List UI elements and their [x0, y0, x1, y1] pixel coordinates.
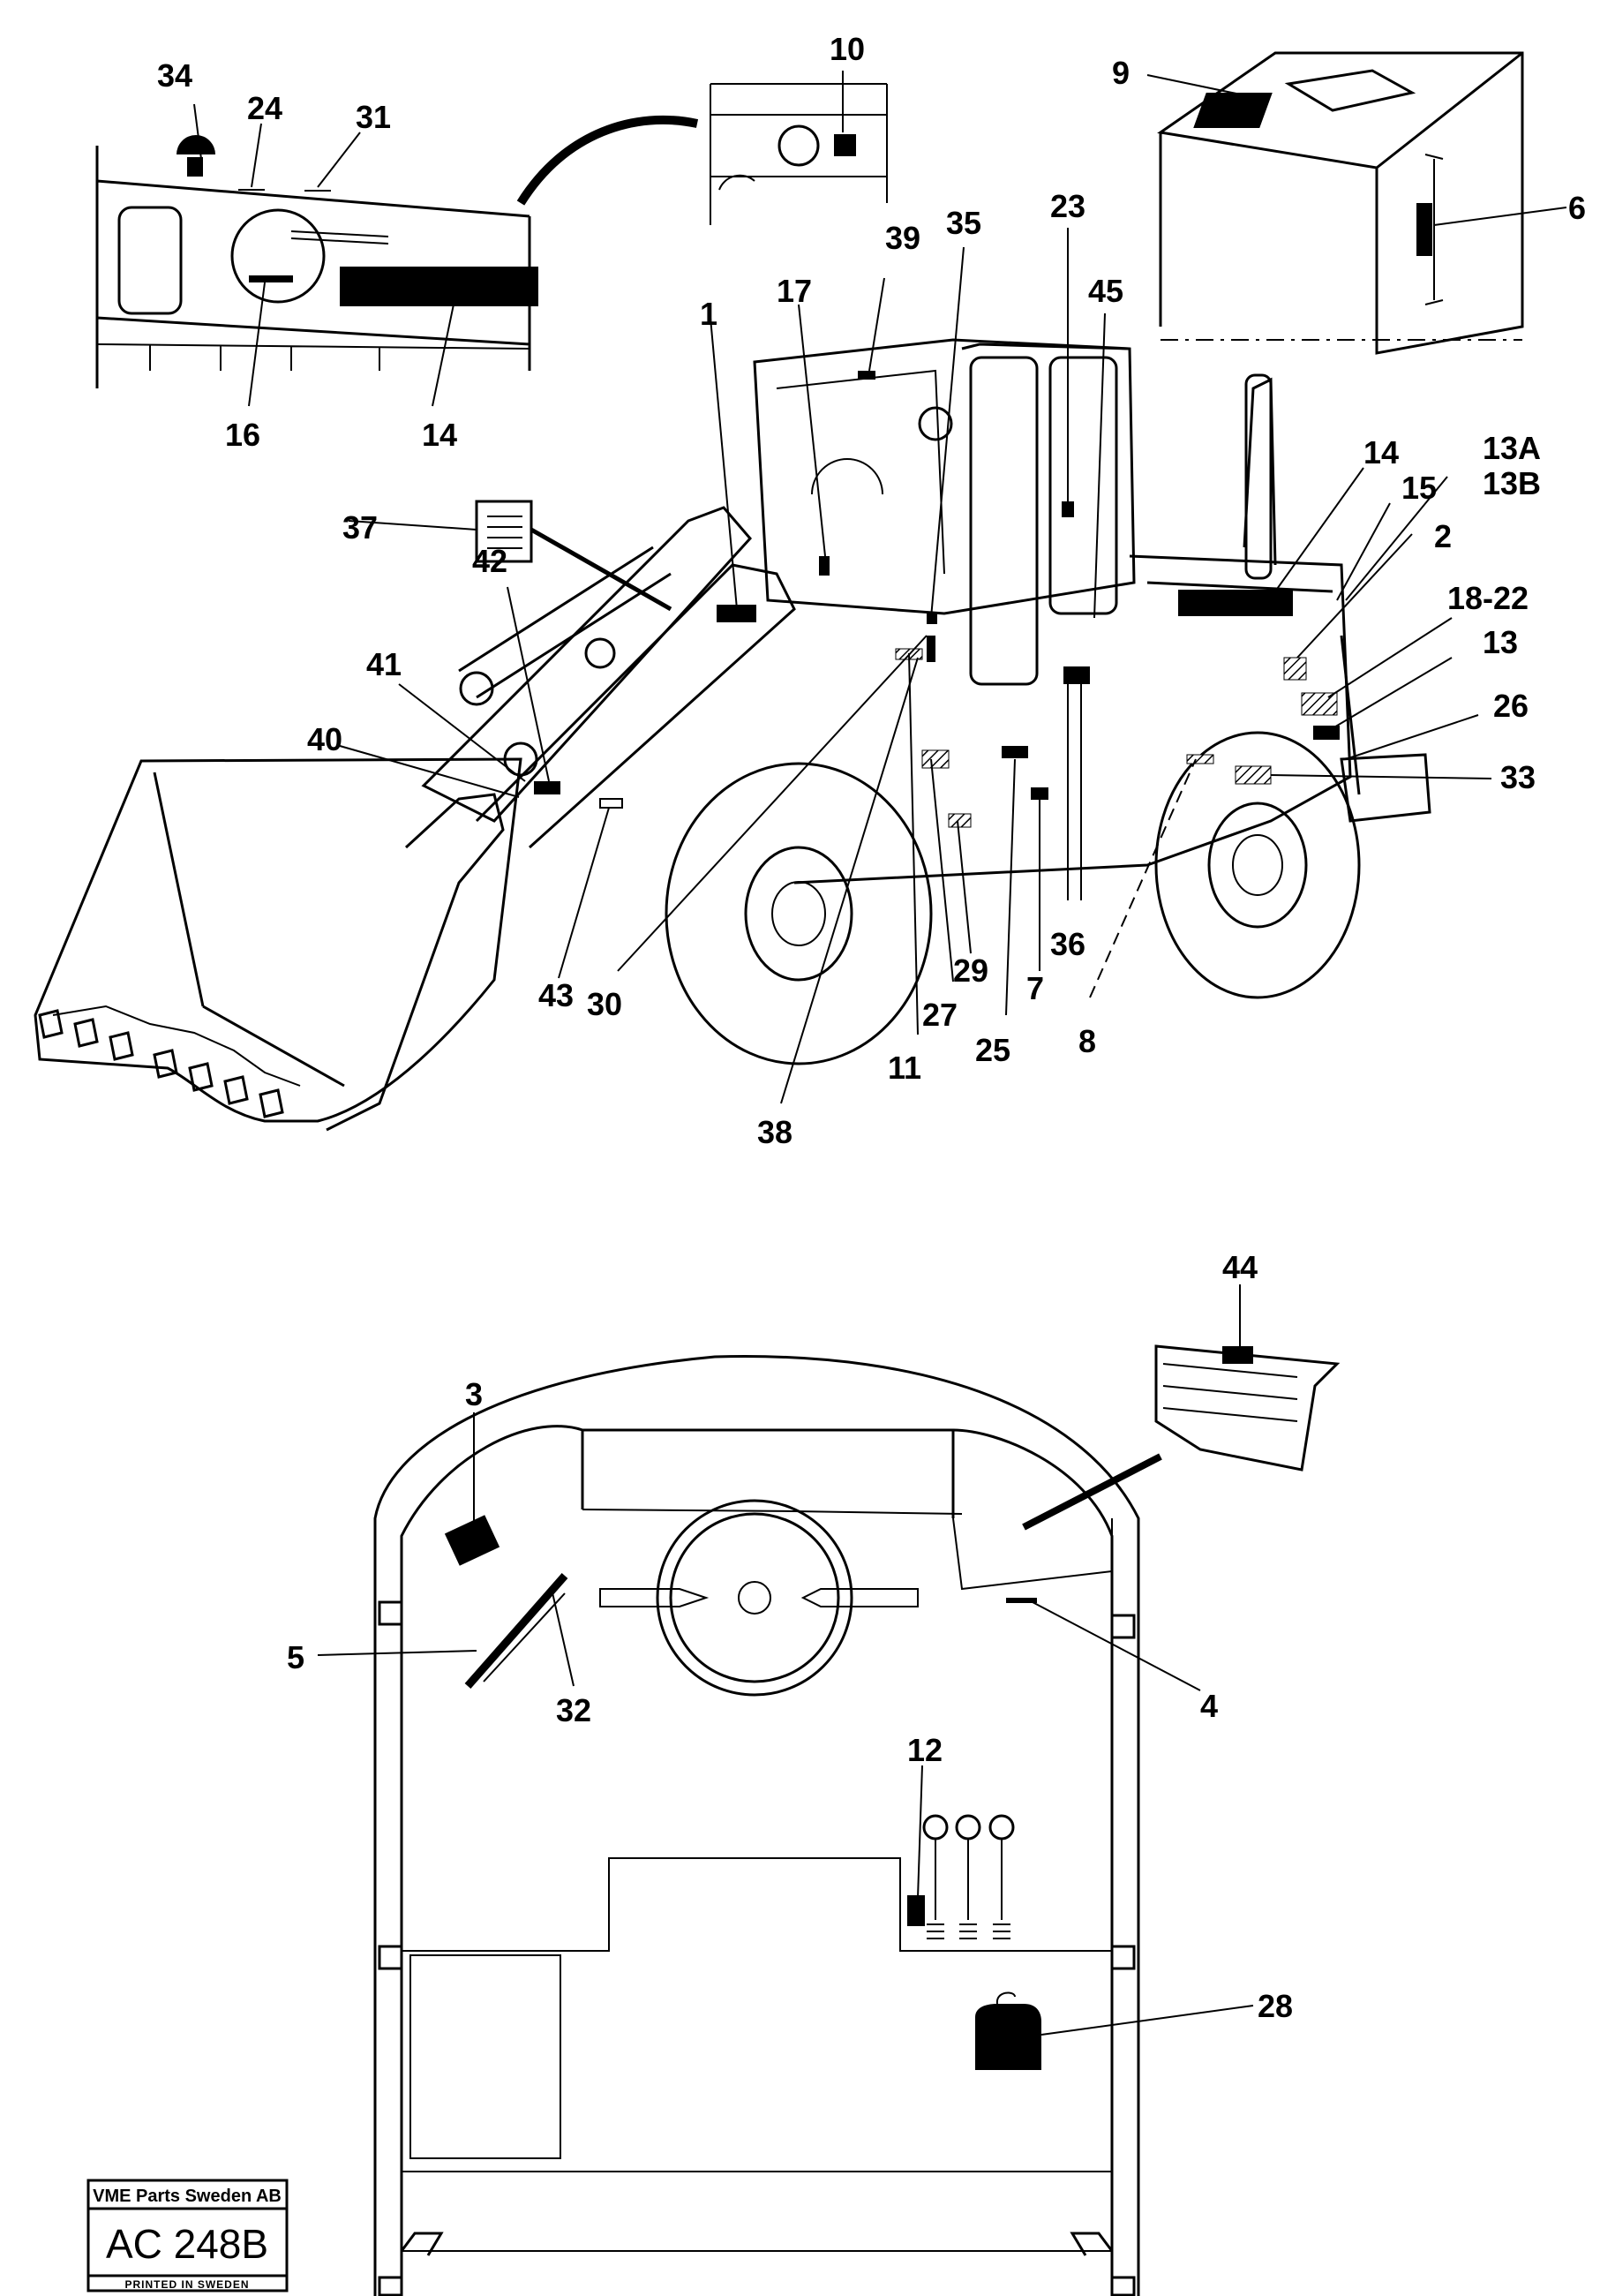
decal-14-main: [1178, 590, 1293, 616]
label-24: 24: [247, 90, 282, 126]
label-32: 32: [556, 1692, 591, 1728]
decal-6: [1416, 203, 1432, 256]
label-29: 29: [953, 952, 988, 989]
decal-44-panel: [1022, 1344, 1341, 1531]
decal-7: [1031, 787, 1048, 800]
title-block-footer: PRINTED IN SWEDEN: [124, 2278, 249, 2291]
decal-39: [858, 371, 875, 380]
label-33: 33: [1500, 759, 1536, 795]
decal-14: [340, 267, 538, 306]
label-45: 45: [1088, 273, 1123, 309]
label-8: 8: [1078, 1023, 1096, 1059]
decal-42: [534, 781, 560, 794]
label-35: 35: [946, 205, 981, 241]
label-5: 5: [287, 1639, 304, 1675]
label-7: 7: [1026, 970, 1044, 1006]
label-18-22: 18-22: [1447, 580, 1529, 616]
panel-detail-inset: [95, 115, 699, 388]
label-43: 43: [538, 977, 574, 1013]
decal-9: [1193, 93, 1273, 128]
label-36: 36: [1050, 926, 1085, 962]
decal-4: [1006, 1598, 1037, 1603]
label-40: 40: [307, 721, 342, 757]
label-12: 12: [907, 1732, 943, 1768]
decal-13: [1313, 726, 1340, 740]
label-13: 13: [1483, 624, 1518, 660]
label-44: 44: [1222, 1249, 1258, 1285]
label-11: 11: [888, 1050, 921, 1086]
label-39: 39: [885, 220, 920, 256]
label-17: 17: [777, 273, 812, 309]
cab-interior-drawing: [373, 1355, 1140, 2296]
label-23: 23: [1050, 188, 1085, 224]
decal-3: [444, 1515, 500, 1566]
label-14: 14: [422, 417, 457, 453]
title-block-code: AC 248B: [106, 2221, 268, 2267]
label-16: 16: [225, 417, 260, 453]
decal-29: [948, 813, 972, 828]
label-30: 30: [587, 986, 622, 1022]
decal-27: [921, 749, 950, 769]
decal-10: [834, 134, 856, 156]
decal-28: [975, 2004, 1041, 2070]
decal-16: [249, 275, 293, 282]
label-10: 10: [830, 31, 865, 67]
top-number-labels: 34 24 31 10 9 6 16 14 39 35 23 17 45 1 1…: [157, 31, 1586, 1150]
decal-26: [1186, 754, 1214, 764]
decal-36: [1063, 666, 1090, 684]
decal-11: [927, 636, 935, 662]
label-25: 25: [975, 1032, 1010, 1068]
inset-item-10: [710, 83, 888, 225]
label-2: 2: [1434, 518, 1452, 554]
top-leader-lines: [193, 71, 1567, 1104]
label-9: 9: [1112, 55, 1130, 91]
decal-17: [819, 556, 830, 576]
decal-18-22: [1301, 692, 1338, 716]
decal-2: [1283, 657, 1307, 681]
decal-12: [907, 1895, 925, 1926]
decal-25: [1002, 746, 1028, 758]
label-4: 4: [1200, 1688, 1218, 1724]
label-15: 15: [1401, 470, 1437, 506]
label-13A: 13A: [1483, 430, 1541, 466]
label-31: 31: [356, 99, 391, 135]
bottom-number-labels: 44 3 5 32 4 12 28: [287, 1249, 1293, 2024]
bottom-leader-lines: [317, 1284, 1254, 2036]
label-27: 27: [922, 997, 958, 1033]
wheel-loader-drawing: [34, 338, 1431, 1132]
label-6: 6: [1568, 190, 1586, 226]
label-13B: 13B: [1483, 465, 1541, 501]
label-26: 26: [1493, 688, 1529, 724]
title-block-company: VME Parts Sweden AB: [93, 2187, 282, 2206]
title-block: VME Parts Sweden AB AC 248B PRINTED IN S…: [86, 2179, 289, 2292]
decal-5: [464, 1573, 568, 1689]
label-42: 42: [472, 543, 507, 579]
label-1: 1: [700, 296, 717, 332]
decal-33: [1235, 765, 1272, 785]
label-34: 34: [157, 57, 192, 94]
decal-23: [1062, 501, 1074, 517]
label-14b: 14: [1363, 434, 1399, 470]
label-37: 37: [342, 509, 378, 546]
label-28: 28: [1258, 1988, 1293, 2024]
decal-37-callout: [475, 500, 672, 612]
label-41: 41: [366, 646, 402, 682]
decal-1: [717, 605, 756, 622]
inset-box-9-6: [1157, 51, 1524, 355]
label-38: 38: [757, 1114, 792, 1150]
decal-43: [599, 798, 623, 809]
decal-35: [927, 614, 937, 624]
label-3: 3: [465, 1376, 483, 1412]
